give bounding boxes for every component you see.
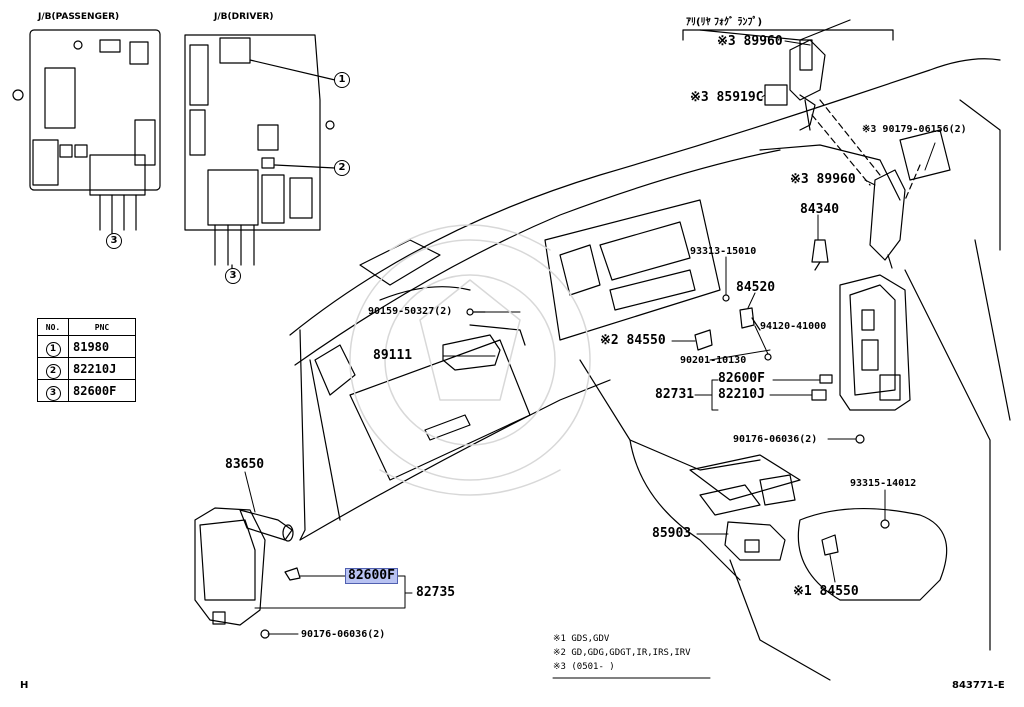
callout-3-passenger: 3 — [106, 233, 122, 249]
diagram-id: 843771-E — [952, 680, 1005, 691]
corner-label-left: H — [20, 680, 29, 691]
dashboard-outline — [289, 19, 1011, 681]
pnc-value[interactable]: 81980 — [68, 335, 136, 358]
part-90179-06156[interactable]: ※3 90179-06156(2) — [862, 124, 967, 135]
pnc-value[interactable]: 82600F — [68, 379, 136, 402]
part-89111[interactable]: 89111 — [373, 348, 413, 363]
footnote-1: ※1 GDS,GDV — [553, 634, 610, 644]
part-82600f-highlighted[interactable]: 82600F — [345, 568, 398, 584]
part-93315-14012[interactable]: 93315-14012 — [850, 478, 917, 489]
footnote-2: ※2 GD,GDG,GDGT,IR,IRS,IRV — [553, 648, 691, 658]
pnc-header-no: NO. — [37, 318, 69, 336]
part-82600f-right[interactable]: 82600F — [718, 371, 765, 386]
part-90176-06036-bottom[interactable]: 90176-06036(2) — [301, 629, 386, 640]
part-90176-06036-right[interactable]: 90176-06036(2) — [733, 434, 818, 445]
part-93313-15010[interactable]: 93313-15010 — [690, 246, 757, 257]
part-85903[interactable]: 85903 — [652, 526, 692, 541]
part-85919c[interactable]: ※3 85919C — [690, 90, 764, 105]
footnote-3: ※3 (0501- ) — [553, 662, 615, 672]
jb-driver-title: J/B(DRIVER) — [214, 12, 274, 22]
part-83650[interactable]: 83650 — [225, 457, 265, 472]
pnc-no: 1 — [45, 342, 61, 357]
part-90159-50327[interactable]: 90159-50327(2) — [368, 306, 453, 317]
pnc-header-pnc: PNC — [68, 318, 136, 336]
junction-box-passenger — [12, 29, 161, 239]
pnc-no: 2 — [45, 364, 61, 379]
part-94120-41000[interactable]: 94120-41000 — [760, 321, 827, 332]
callout-3-driver: 3 — [225, 268, 241, 284]
callout-2: 2 — [334, 160, 350, 176]
pnc-no: 3 — [45, 386, 61, 401]
watermark-emblem — [349, 224, 591, 496]
part-84520[interactable]: 84520 — [736, 280, 776, 295]
part-82731[interactable]: 82731 — [655, 387, 695, 402]
pnc-value[interactable]: 82210J — [68, 357, 136, 380]
table-row: 1 81980 — [37, 335, 136, 358]
part-84340[interactable]: 84340 — [800, 202, 840, 217]
junction-box-driver — [184, 34, 336, 271]
callout-1: 1 — [334, 72, 350, 88]
part-84550-2[interactable]: ※2 84550 — [600, 333, 666, 348]
part-89960-mid[interactable]: ※3 89960 — [790, 172, 856, 187]
table-row: 3 82600F — [37, 379, 136, 402]
pnc-table: NO. PNC 1 81980 2 82210J 3 82600F — [37, 318, 136, 402]
part-90201-10130[interactable]: 90201-10130 — [680, 355, 747, 366]
leader-lines — [244, 40, 936, 679]
part-89960-top[interactable]: ※3 89960 — [717, 34, 783, 49]
fog-lamp-bracket — [682, 29, 894, 41]
part-shapes — [194, 39, 921, 639]
footnotes: ※1 GDS,GDV ※2 GD,GDG,GDGT,IR,IRS,IRV ※3 … — [553, 632, 691, 674]
part-84550-1[interactable]: ※1 84550 — [793, 584, 859, 599]
part-82735[interactable]: 82735 — [416, 585, 456, 600]
table-row: 2 82210J — [37, 357, 136, 380]
part-82210j[interactable]: 82210J — [718, 387, 765, 402]
jb-passenger-title: J/B(PASSENGER) — [38, 12, 120, 22]
fog-lamp-label: ｱﾘ(ﾘﾔ ﾌｫｸﾞ ﾗﾝﾌﾟ) — [686, 17, 763, 28]
